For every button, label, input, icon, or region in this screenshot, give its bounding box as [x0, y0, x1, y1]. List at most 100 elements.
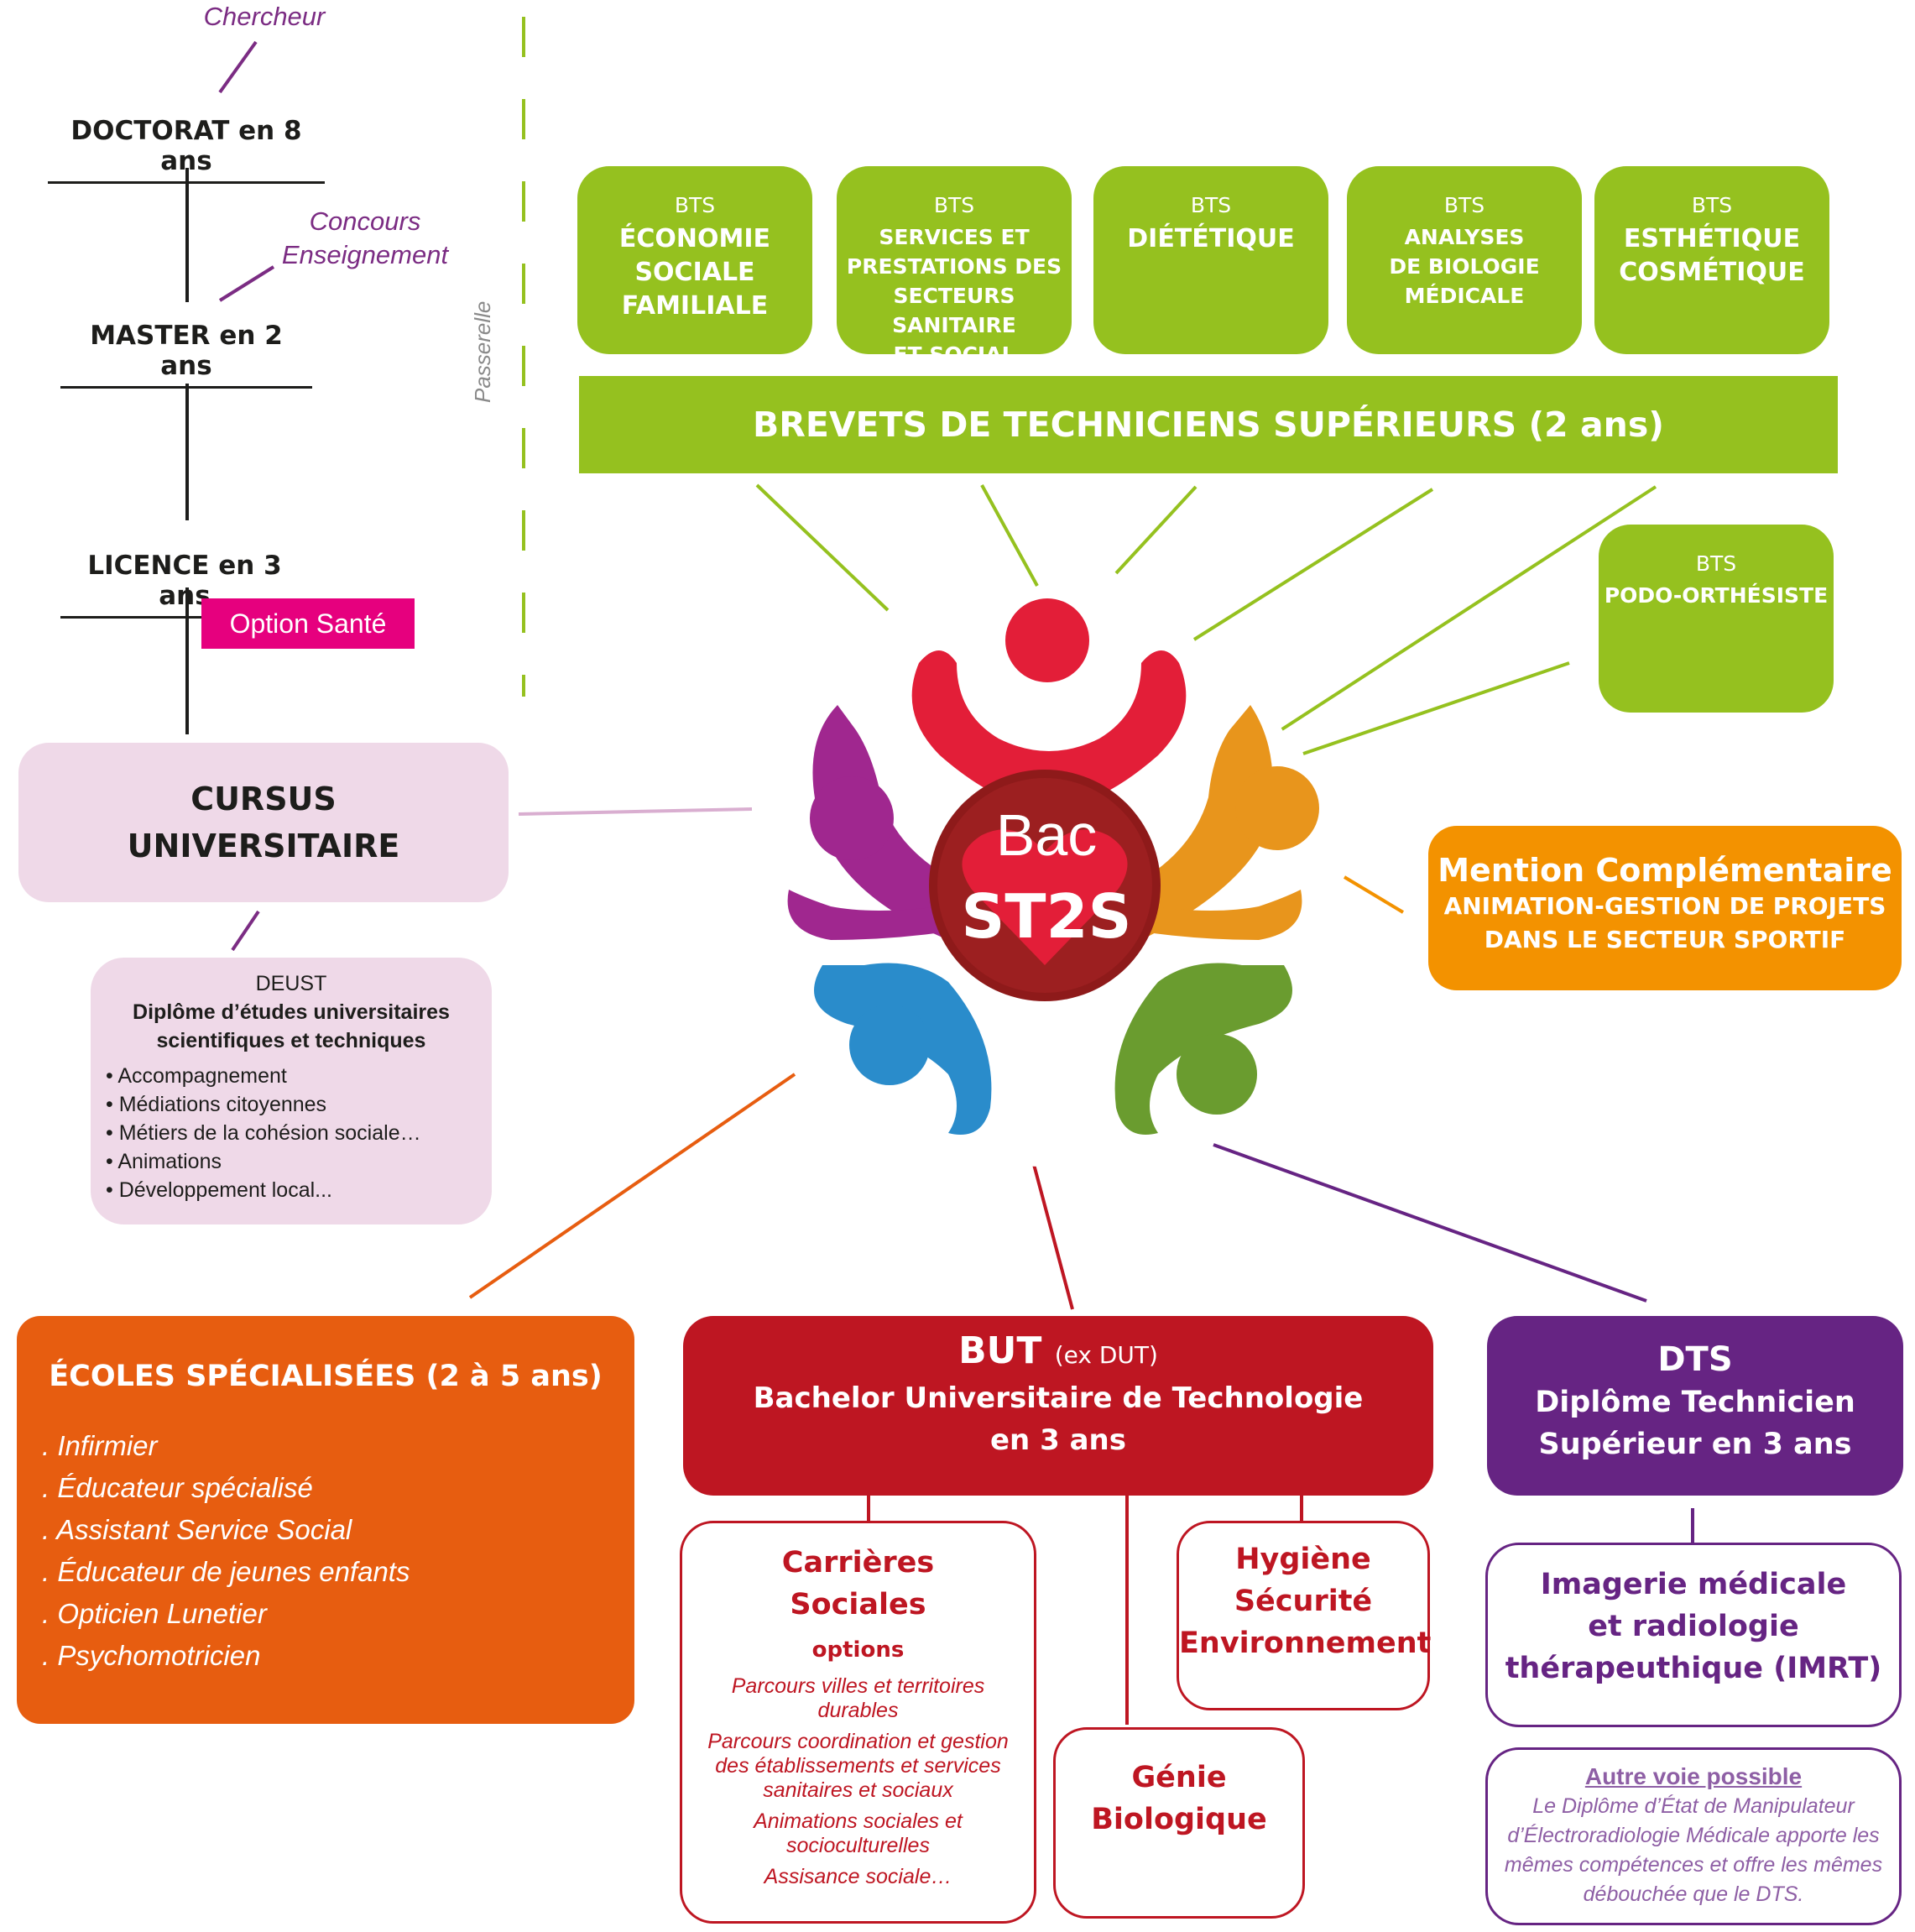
autre-voie-text: Le Diplôme d’État de Manipulateur d’Élec… — [1504, 1794, 1883, 1906]
bts-sp3s-box: BTS SERVICES ET PRESTATIONS DES SECTEURS… — [837, 166, 1072, 367]
genie-line1: Génie — [1131, 1761, 1227, 1794]
carrieres-title1: Carrières — [781, 1546, 935, 1580]
imrt-line2: et radiologie — [1588, 1610, 1799, 1643]
center-line2: ST2S — [961, 881, 1132, 952]
mention-complementaire-box: Mention Complémentaire ANIMATION-GESTION… — [1428, 826, 1902, 990]
list-item: • Métiers de la cohésion sociale… — [106, 1121, 421, 1145]
master-label: MASTER en 2 ans — [60, 321, 312, 389]
list-item: Assisance sociale… — [764, 1865, 952, 1888]
bts-connector — [1192, 488, 1434, 641]
imrt-line3: thérapeuthique (IMRT) — [1505, 1652, 1882, 1685]
licence-label: LICENCE en 3 ans — [60, 551, 309, 619]
but-line1: Bachelor Universitaire de Technologie — [753, 1381, 1364, 1415]
mention-line2: DANS LE SECTEUR SPORTIF — [1484, 926, 1846, 953]
blue-figure-body — [814, 963, 992, 1135]
hygiene-line1: Hygiène — [1235, 1543, 1371, 1576]
carrieres-title2: Sociales — [790, 1588, 926, 1621]
ecoles-list: . Infirmier . Éducateur spécialisé . Ass… — [42, 1425, 634, 1677]
deust-connector — [231, 910, 260, 952]
list-item: Parcours villes et territoires durables — [731, 1674, 985, 1722]
hygiene-line2: Sécurité — [1234, 1585, 1373, 1618]
concours-connector — [218, 265, 275, 302]
bts-connector — [755, 483, 890, 612]
list-item: Animations sociales et socioculturelles — [754, 1809, 963, 1857]
bts-esf-box: BTS ÉCONOMIE SOCIALE FAMILIALE — [577, 166, 812, 354]
dts-title: DTS — [1657, 1340, 1733, 1379]
chercheur-label: Chercheur — [203, 2, 326, 31]
but-box: BUT (ex DUT) Bachelor Universitaire de T… — [683, 1316, 1433, 1496]
deust-list: • Accompagnement • Médiations citoyennes… — [102, 1062, 480, 1204]
concours-label: Concours Enseignement — [277, 205, 453, 272]
chercheur-connector — [218, 40, 258, 94]
red-figure-body — [911, 650, 1187, 873]
bts-label: BTS — [674, 193, 716, 217]
bts-name: ÉCONOMIE SOCIALE FAMILIALE — [618, 224, 771, 321]
bts-label: BTS — [1691, 193, 1733, 217]
autre-voie-title: Autre voie possible — [1584, 1763, 1803, 1789]
purple-figure-head — [810, 776, 894, 860]
list-item: • Développement local... — [106, 1178, 333, 1202]
orange-figure-head — [1235, 766, 1319, 850]
purple-figure-arm — [787, 890, 948, 940]
green-figure-body — [1114, 963, 1292, 1135]
bts-connector — [980, 484, 1039, 587]
bts-esthetique-box: BTS ESTHÉTIQUE COSMÉTIQUE — [1594, 166, 1829, 354]
bts-abm-box: BTS ANALYSES DE BIOLOGIE MÉDICALE — [1347, 166, 1582, 354]
deust-box: DEUST Diplôme d’études universitaires sc… — [91, 958, 492, 1224]
blue-figure-head — [849, 1005, 930, 1085]
bts-label: BTS — [933, 193, 975, 217]
bts-name: ESTHÉTIQUE COSMÉTIQUE — [1619, 224, 1805, 287]
mention-title: Mention Complémentaire — [1438, 852, 1892, 889]
green-figure-head — [1177, 1034, 1257, 1115]
bts-title-bar: BREVETS DE TECHNICIENS SUPÉRIEURS (2 ans… — [579, 376, 1838, 473]
bts-name: PODO-ORTHÉSISTE — [1604, 583, 1829, 608]
cursus-universitaire-box: CURSUS UNIVERSITAIRE — [18, 743, 509, 902]
genie-line2: Biologique — [1091, 1803, 1267, 1836]
autre-voie-box: Autre voie possible Le Diplôme d’État de… — [1485, 1747, 1902, 1925]
dts-line2: Supérieur en 3 ans — [1538, 1428, 1852, 1461]
deust-title: DEUST — [255, 972, 327, 995]
dts-box: DTS Diplôme Technicien Supérieur en 3 an… — [1487, 1316, 1903, 1496]
list-item: • Animations — [106, 1150, 222, 1173]
bts-name: DIÉTÉTIQUE — [1127, 224, 1295, 253]
bts-connector — [1114, 485, 1198, 575]
bts-label: BTS — [1190, 193, 1232, 217]
orange-figure-arm — [1141, 890, 1302, 940]
list-item: Parcours coordination et gestion des éta… — [707, 1730, 1009, 1802]
concours-line1: Concours — [309, 206, 421, 236]
center-line1: Bac — [995, 802, 1098, 868]
list-item: • Médiations citoyennes — [106, 1093, 327, 1116]
bts-podo-connector — [1302, 661, 1570, 755]
option-sante-badge: Option Santé — [201, 598, 415, 649]
mention-connector — [1343, 875, 1405, 914]
red-figure-head — [1005, 598, 1089, 682]
passerelle-label: Passerelle — [470, 300, 495, 403]
list-item: . Opticien Lunetier — [42, 1598, 267, 1629]
list-item: . Éducateur de jeunes enfants — [42, 1556, 410, 1587]
dts-line1: Diplôme Technicien — [1535, 1386, 1855, 1419]
ecoles-specialisees-box: ÉCOLES SPÉCIALISÉES (2 à 5 ans) . Infirm… — [17, 1316, 634, 1724]
carrieres-sociales-box: Carrières Sociales options Parcours vill… — [680, 1521, 1036, 1924]
imrt-box: Imagerie médicale et radiologie thérapeu… — [1485, 1543, 1902, 1727]
mention-line1: ANIMATION-GESTION DE PROJETS — [1443, 892, 1886, 920]
bts-podo-box: BTS PODO-ORTHÉSISTE — [1599, 525, 1834, 713]
doctorat-label: DOCTORAT en 8 ans — [48, 116, 325, 184]
hygiene-securite-box: Hygiène Sécurité Environnement — [1177, 1521, 1432, 1710]
bts-dietetique-box: BTS DIÉTÉTIQUE — [1093, 166, 1328, 354]
hygiene-line3: Environnement — [1179, 1627, 1432, 1660]
genie-biologique-box: Génie Biologique — [1053, 1727, 1305, 1919]
heart-icon — [962, 829, 1128, 965]
imrt-line1: Imagerie médicale — [1540, 1568, 1847, 1601]
bts-name: ANALYSES DE BIOLOGIE MÉDICALE — [1389, 225, 1540, 308]
but-connector — [1031, 1157, 1074, 1310]
bts-label: BTS — [1443, 193, 1485, 217]
list-item: . Psychomotricien — [42, 1640, 261, 1671]
but-line2: en 3 ans — [990, 1423, 1126, 1457]
list-item: • Accompagnement — [106, 1064, 287, 1088]
but-title-line: BUT (ex DUT) — [683, 1329, 1433, 1377]
list-item: . Infirmier — [42, 1430, 158, 1461]
list-item: . Éducateur spécialisé — [42, 1472, 313, 1503]
but-title: BUT — [958, 1329, 1042, 1372]
ecoles-title: ÉCOLES SPÉCIALISÉES (2 à 5 ans) — [49, 1360, 603, 1393]
